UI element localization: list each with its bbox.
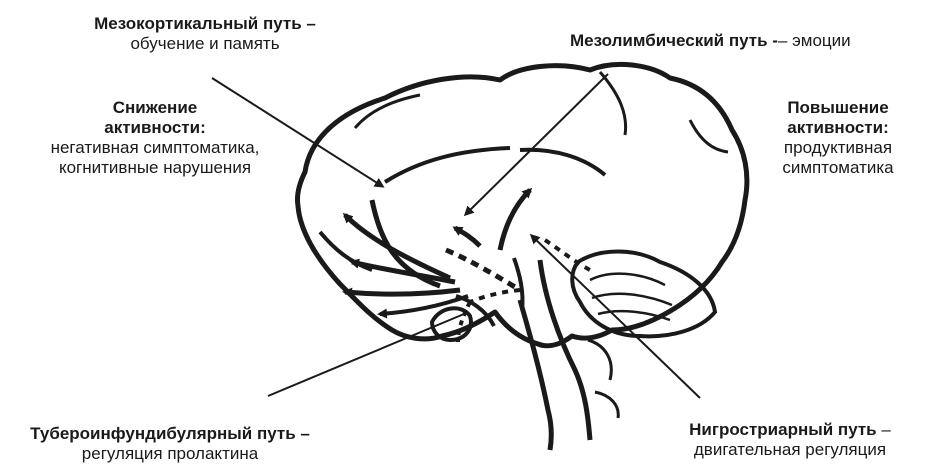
label-decrease-activity: Снижение активности: негативная симптома… <box>0 98 310 178</box>
mesocortical-arrow <box>345 215 450 278</box>
mesocortical-title: Мезокортикальный путь – <box>94 14 316 33</box>
sulcus-line <box>355 95 420 128</box>
decrease-desc-2: когнитивные нарушения <box>59 158 251 177</box>
label-mesocortical: Мезокортикальный путь – обучение и памят… <box>30 14 380 54</box>
mesolimbic-desc: – эмоции <box>778 31 851 50</box>
nigrostriatal-desc: двигательная регуляция <box>694 440 886 459</box>
nigrostriatal-title: Нигростриарный путь <box>689 420 876 439</box>
increase-title-2: активности: <box>787 118 889 137</box>
leader-line-mesolimbic <box>466 74 608 214</box>
dashed-pathway <box>446 250 520 290</box>
increase-desc-2: симптоматика <box>782 158 893 177</box>
increase-desc-1: продуктивная <box>784 138 892 157</box>
tuberoinfundibular-title: Тубероинфундибулярный путь – <box>30 424 310 443</box>
label-tuberoinfundibular: Тубероинфундибулярный путь – регуляция п… <box>10 424 330 464</box>
decrease-title-1: Снижение <box>113 98 197 117</box>
mesocortical-arrow <box>345 290 460 294</box>
mesocortical-desc: обучение и память <box>130 34 279 53</box>
cerebellum-folia <box>590 274 672 320</box>
brainstem <box>520 300 551 450</box>
decrease-desc-1: негативная симптоматика, <box>51 138 260 157</box>
mesocortical-arrow <box>380 296 468 314</box>
leader-line-nigrostriatal <box>532 236 700 398</box>
nigrostriatal-dash: – <box>877 420 891 439</box>
mesolimbic-arrow <box>500 190 530 250</box>
sulcus-line <box>690 120 728 152</box>
decrease-title-2: активности: <box>104 118 206 137</box>
sulcus-line <box>385 148 510 182</box>
tuberoinfundibular-desc: регуляция пролактина <box>82 444 258 463</box>
mesolimbic-arrow <box>455 228 480 246</box>
label-mesolimbic: Мезолимбический путь -– эмоции <box>570 31 851 51</box>
sulcus-line <box>520 150 605 175</box>
dashed-pathway <box>470 290 520 302</box>
label-increase-activity: Повышение активности: продуктивная симпт… <box>752 98 924 178</box>
sulcus-line <box>600 72 626 135</box>
leader-line-tuberoinfundibular <box>268 314 464 396</box>
increase-title-1: Повышение <box>787 98 888 117</box>
mesolimbic-title: Мезолимбический путь - <box>570 31 778 50</box>
brainstem-detail <box>588 340 618 418</box>
label-nigrostriatal: Нигростриарный путь – двигательная регул… <box>640 420 940 460</box>
